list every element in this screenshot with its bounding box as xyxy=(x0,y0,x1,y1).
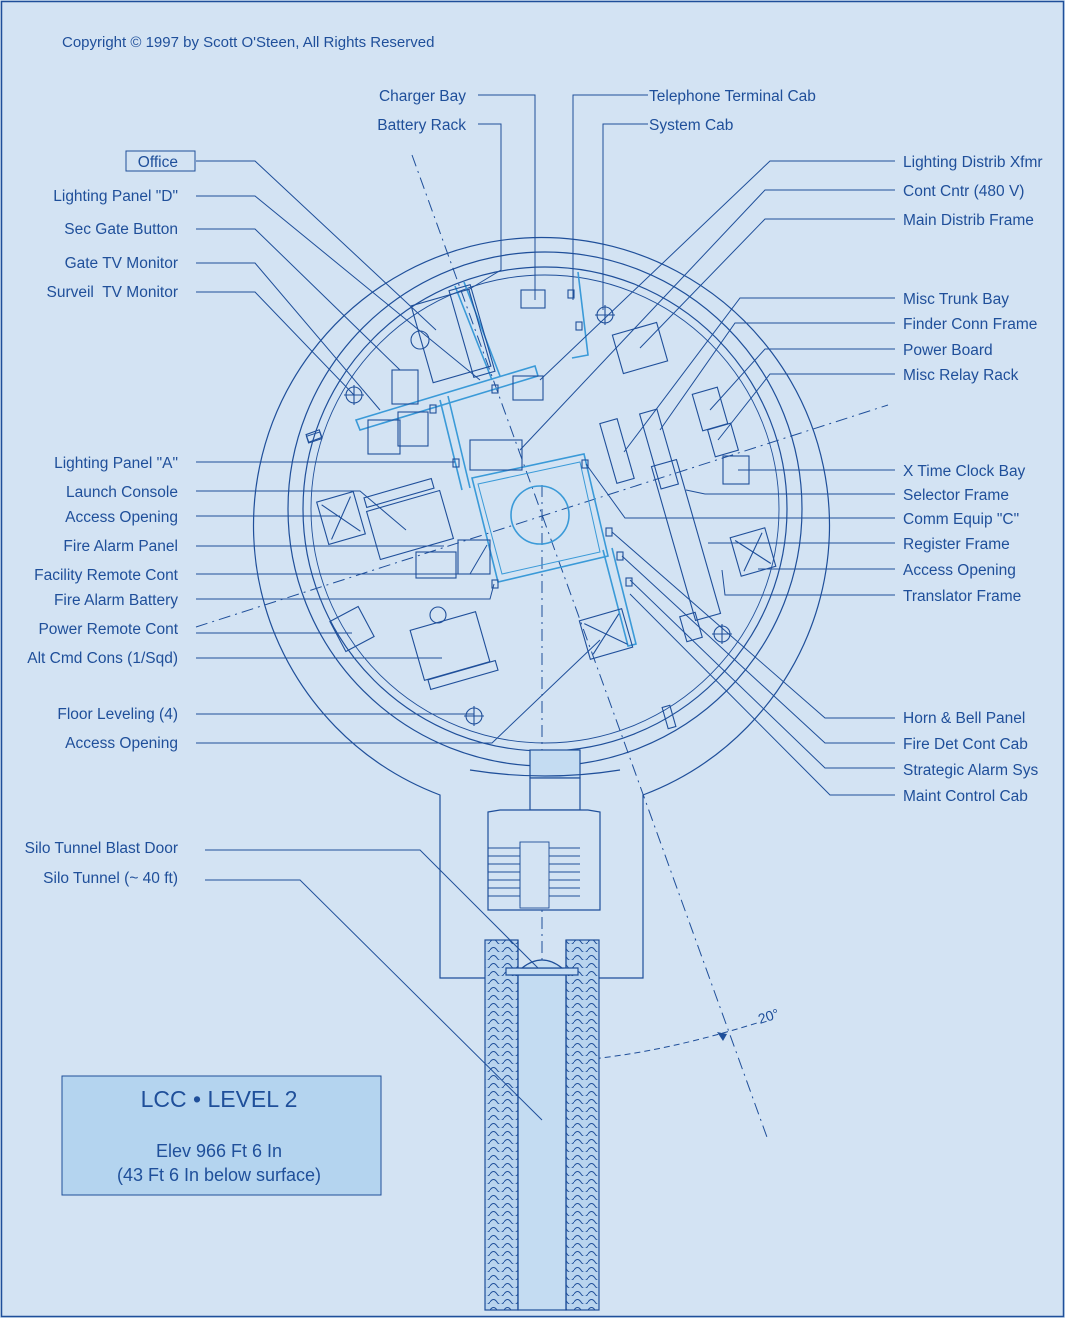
label-access-opening-left-1: Access Opening xyxy=(65,509,178,526)
label-cont-cntr: Cont Cntr (480 V) xyxy=(903,183,1024,200)
silo-tunnel xyxy=(484,939,600,1311)
label-access-opening-right: Access Opening xyxy=(903,562,1016,579)
label-selector-frame: Selector Frame xyxy=(903,487,1009,504)
label-horn-bell-panel: Horn & Bell Panel xyxy=(903,710,1025,727)
equipment-layout xyxy=(305,271,777,730)
label-power-remote-cont: Power Remote Cont xyxy=(38,621,178,638)
label-power-board: Power Board xyxy=(903,342,993,359)
label-access-opening-left-2: Access Opening xyxy=(65,735,178,752)
label-system-cab: System Cab xyxy=(649,117,733,134)
label-facility-remote-cont: Facility Remote Cont xyxy=(34,567,179,584)
label-main-distrib-frame: Main Distrib Frame xyxy=(903,212,1034,229)
label-fire-alarm-panel: Fire Alarm Panel xyxy=(63,538,178,555)
label-office: Office xyxy=(138,154,178,171)
silo-tunnel-blast-door xyxy=(505,959,579,976)
label-strategic-alarm-sys: Strategic Alarm Sys xyxy=(903,762,1038,779)
copyright-text: Copyright © 1997 by Scott O'Steen, All R… xyxy=(62,34,434,51)
label-comm-equip-c: Comm Equip "C" xyxy=(903,511,1019,528)
elevation-text: Elev 966 Ft 6 In xyxy=(156,1141,282,1161)
label-charger-bay: Charger Bay xyxy=(379,88,466,105)
label-register-frame: Register Frame xyxy=(903,536,1010,553)
tunnel-junction xyxy=(469,749,621,911)
label-silo-tunnel-blast-door: Silo Tunnel Blast Door xyxy=(25,840,178,857)
label-floor-leveling: Floor Leveling (4) xyxy=(57,706,178,723)
depth-text: (43 Ft 6 In below surface) xyxy=(117,1165,321,1185)
label-battery-rack: Battery Rack xyxy=(377,117,466,134)
label-finder-conn-frame: Finder Conn Frame xyxy=(903,316,1037,333)
title-text: LCC • LEVEL 2 xyxy=(141,1086,298,1112)
label-silo-tunnel: Silo Tunnel (~ 40 ft) xyxy=(43,870,178,887)
label-lighting-panel-a: Lighting Panel "A" xyxy=(54,455,178,472)
label-lighting-panel-d: Lighting Panel "D" xyxy=(53,188,178,205)
label-lighting-distrib-xfmr: Lighting Distrib Xfmr xyxy=(903,154,1043,171)
office-label-box xyxy=(125,150,196,172)
label-misc-trunk-bay: Misc Trunk Bay xyxy=(903,291,1009,308)
label-maint-control-cab: Maint Control Cab xyxy=(903,788,1028,805)
label-sec-gate-button: Sec Gate Button xyxy=(64,221,178,238)
label-x-time-clock-bay: X Time Clock Bay xyxy=(903,463,1026,480)
label-fire-alarm-battery: Fire Alarm Battery xyxy=(54,592,178,609)
angle-label: 20° xyxy=(756,1005,781,1027)
label-telephone-terminal-cab: Telephone Terminal Cab xyxy=(649,88,816,105)
angle-arrow-right xyxy=(717,1032,727,1041)
label-gate-tv-monitor: Gate TV Monitor xyxy=(65,255,178,272)
access-marker xyxy=(305,431,323,444)
label-fire-det-cont-cab: Fire Det Cont Cab xyxy=(903,736,1028,753)
title-box: LCC • LEVEL 2 Elev 966 Ft 6 In (43 Ft 6 … xyxy=(61,1075,382,1196)
label-launch-console: Launch Console xyxy=(66,484,178,501)
label-misc-relay-rack: Misc Relay Rack xyxy=(903,367,1019,384)
label-translator-frame: Translator Frame xyxy=(903,588,1021,605)
leader-lines xyxy=(196,94,895,1121)
label-alt-cmd-cons: Alt Cmd Cons (1/Sqd) xyxy=(27,650,178,667)
label-surveil-tv-monitor: Surveil TV Monitor xyxy=(46,284,178,301)
